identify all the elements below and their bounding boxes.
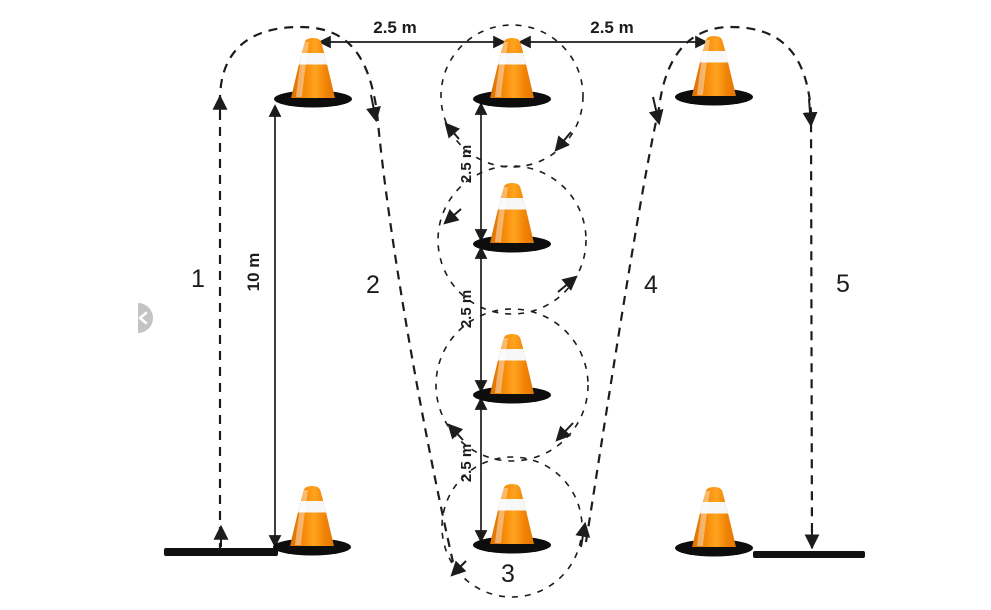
arrow-entry-bottom-circle-icon	[450, 560, 467, 577]
distance-label-top-right: 2.5 m	[590, 18, 633, 37]
arrow-circle1-left-icon	[444, 122, 461, 140]
segment-number-4: 4	[644, 271, 658, 299]
traffic-cone-bottom-right	[675, 487, 753, 557]
arrow-down-segment5-icon	[802, 98, 818, 128]
arrow-circle3-right-icon	[555, 422, 574, 442]
distance-label-top-left: 2.5 m	[373, 18, 416, 37]
segment-number-1: 1	[191, 265, 205, 293]
distance-label-mid-3: 2.5 m	[458, 444, 475, 482]
run-path-right	[584, 25, 814, 553]
traffic-cone-middle-2	[473, 183, 551, 253]
half-disc-icon	[138, 303, 153, 333]
arrow-circle3-left-icon	[447, 423, 464, 441]
traffic-cone-middle-bottom	[473, 484, 551, 554]
arrow-down-segment2-icon	[366, 94, 381, 123]
distance-label-mid-1: 2.5 m	[458, 145, 475, 183]
traffic-cone-bottom-left	[273, 486, 351, 556]
chevron-left-icon	[138, 311, 148, 325]
arrow-circle2-right-icon	[557, 275, 578, 293]
arrow-down-right-turn-icon	[648, 96, 664, 126]
turn-circle-top	[440, 24, 584, 168]
measurement-lines	[268, 35, 708, 548]
traffic-cones	[273, 36, 753, 557]
arrow-circle1-right-icon	[554, 131, 572, 152]
direction-arrows	[212, 94, 820, 577]
distance-label-mid-2: 2.5 m	[458, 290, 475, 328]
side-widget-handle[interactable]	[138, 303, 153, 333]
segment-number-2: 2	[366, 271, 380, 299]
start-line	[164, 548, 278, 556]
traffic-cone-top-right	[675, 36, 753, 106]
finish-line	[753, 551, 865, 558]
traffic-cone-top-left	[274, 38, 352, 108]
segment-number-3: 3	[501, 560, 515, 588]
distance-label-course-length: 10 m	[244, 253, 263, 292]
turn-circle-3	[435, 308, 589, 462]
turn-circle-2	[437, 165, 587, 315]
arrow-circle2-left-icon	[443, 208, 462, 225]
arrow-up-segment4-icon	[575, 521, 591, 548]
segment-number-5: 5	[836, 270, 850, 298]
run-path-left	[218, 25, 455, 563]
traffic-cone-middle-3	[473, 334, 551, 404]
traffic-cone-top-middle	[473, 38, 551, 108]
